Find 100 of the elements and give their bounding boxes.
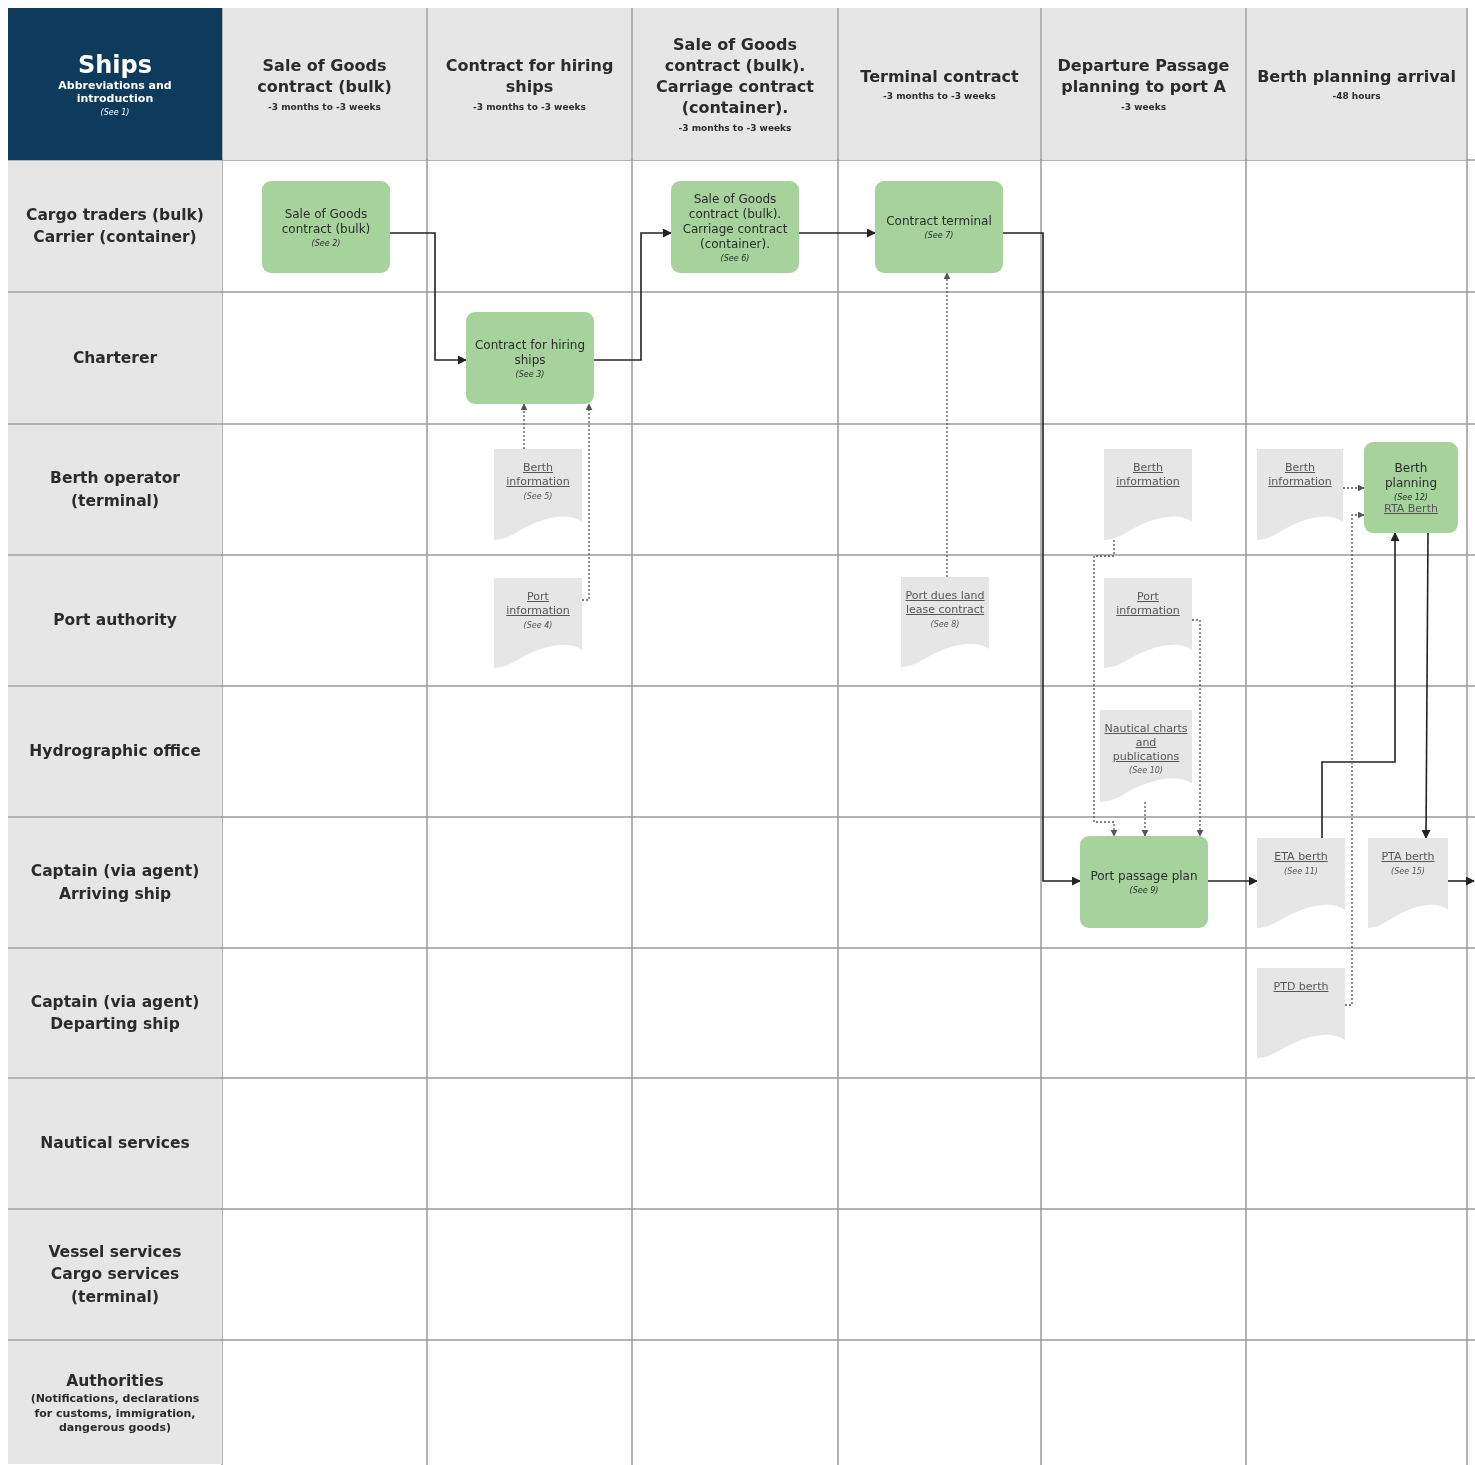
time-range: -3 months to -3 weeks — [473, 101, 586, 112]
process-box — [1080, 836, 1208, 928]
time-range: -3 weeks — [1121, 101, 1166, 112]
arrow — [389, 232, 467, 365]
row-title: Vessel services Cargo services (terminal) — [47, 1241, 183, 1308]
row-header — [8, 1079, 222, 1208]
row-header — [8, 425, 222, 554]
header-title: Departure Passage planning to port A — [1056, 56, 1231, 98]
row-title: Port authority — [52, 610, 178, 632]
document-shape — [1257, 449, 1343, 540]
time-range: -3 months to -3 weeks — [883, 91, 996, 102]
document-shape — [1100, 710, 1192, 802]
row-header — [8, 1210, 222, 1339]
reference: (See 2) — [311, 238, 341, 248]
process-box — [875, 181, 1003, 273]
process-box — [671, 181, 799, 273]
reference: (See 8) — [930, 619, 960, 629]
title-panel — [8, 8, 222, 160]
row-title: Cargo traders (bulk) Carrier (container) — [25, 204, 205, 248]
column-header — [428, 8, 631, 160]
row-title: Captain (via agent) Departing ship — [29, 991, 201, 1035]
row-header — [8, 293, 222, 423]
reference: (See 6) — [720, 253, 750, 263]
arrow — [1321, 532, 1400, 839]
reference: (See 10) — [1129, 766, 1163, 776]
reference: (See 9) — [1129, 886, 1159, 895]
column-header — [223, 8, 426, 160]
arrow — [798, 228, 876, 238]
document-link: Berth information — [1267, 461, 1333, 489]
reference: (See 12) — [1394, 492, 1428, 502]
dotted-arrow — [1093, 539, 1118, 837]
row-title: Berth operator (terminal) — [49, 468, 181, 512]
header-title: Contract for hiring ships — [444, 56, 615, 98]
row-title: Charterer — [71, 347, 159, 369]
document-link: Port dues land lease contract — [905, 589, 985, 617]
arrow — [1447, 876, 1475, 886]
document-link: Port information — [1115, 590, 1181, 618]
process-box — [262, 181, 390, 273]
dotted-arrow — [1141, 801, 1149, 837]
time-range: -3 months to -3 weeks — [678, 122, 792, 133]
process-label: Contract terminal — [886, 214, 992, 229]
dotted-arrow — [520, 403, 528, 450]
document-link: PTA berth — [1381, 850, 1435, 864]
time-range: -48 hours — [1332, 91, 1381, 102]
document-link: Nautical charts and publications — [1104, 722, 1188, 764]
process-label: Contract for hiring ships — [474, 337, 586, 368]
row-title: Nautical services — [39, 1133, 191, 1155]
process-label: Port passage plan — [1090, 869, 1198, 884]
row-header — [8, 556, 222, 685]
document-link: Port information — [505, 590, 571, 618]
document-link: ETA berth — [1274, 850, 1328, 864]
dotted-arrow — [943, 272, 951, 578]
row-title: Captain (via agent) Arriving ship — [29, 861, 201, 905]
document-shape — [1104, 449, 1192, 540]
reference: (See 5) — [523, 491, 553, 501]
row-title: Hydrographic office — [28, 741, 202, 763]
arrow — [1421, 532, 1431, 839]
column-header — [839, 8, 1040, 160]
arrow — [1207, 876, 1258, 886]
row-header — [8, 161, 222, 291]
reference: (See 7) — [924, 231, 954, 240]
subtitle: Abbreviations and introduction — [57, 79, 173, 105]
reference: (See 3) — [515, 369, 545, 379]
document-shape — [494, 578, 582, 668]
reference: (See 15) — [1391, 866, 1425, 876]
header-title: Sale of Goods contract (bulk) — [256, 56, 393, 98]
arrow — [593, 228, 672, 361]
reference: (See 11) — [1284, 866, 1318, 876]
link-text: RTA Berth — [1384, 501, 1438, 515]
process-label: Sale of Goods contract (bulk). Carriage contract (container). — [681, 191, 789, 252]
column-header — [1042, 8, 1245, 160]
process-label: Sale of Goods contract (bulk) — [280, 206, 372, 237]
document-shape — [1368, 838, 1448, 928]
process-label: Berth planning — [1383, 460, 1439, 491]
header-title: Terminal contract — [859, 66, 1020, 88]
column-header — [633, 8, 837, 160]
document-shape — [1104, 578, 1192, 668]
process-box — [466, 312, 594, 404]
document-link: PTD berth — [1273, 980, 1329, 994]
row-title: Authorities — [65, 1370, 165, 1392]
row-note: (Notifications, declarations for customs, immigration, dangerous goods) — [29, 1392, 201, 1436]
row-header — [8, 818, 222, 947]
time-range: -3 months to -3 weeks — [268, 101, 381, 112]
row-header — [8, 949, 222, 1077]
document-shape — [901, 577, 989, 667]
document-link: Berth information — [505, 461, 571, 489]
document-shape — [1257, 838, 1345, 928]
column-header — [1247, 8, 1466, 160]
document-shape — [1257, 968, 1345, 1058]
reference: (See 4) — [523, 620, 553, 630]
header-title: Berth planning arrival — [1256, 66, 1457, 88]
row-header — [8, 687, 222, 816]
arrow — [1002, 232, 1081, 886]
header-title: Sale of Goods contract (bulk). Carriage contract (container). — [655, 35, 815, 119]
document-shape — [494, 449, 582, 540]
reference: (See 1) — [100, 108, 130, 117]
row-header — [8, 1341, 222, 1464]
process-box — [1364, 442, 1458, 533]
title: Ships — [77, 51, 153, 79]
document-link: Berth information — [1115, 461, 1181, 489]
